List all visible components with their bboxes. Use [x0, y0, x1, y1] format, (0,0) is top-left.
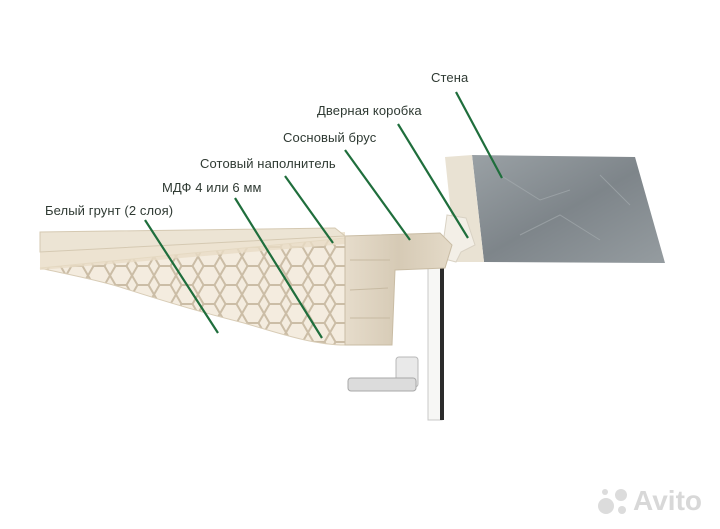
door-frame-part [427, 214, 476, 421]
watermark-text: Avito [633, 485, 702, 516]
label-mdf: МДФ 4 или 6 мм [162, 180, 262, 195]
label-pine-beam: Сосновый брус [283, 130, 377, 145]
avito-watermark: Avito [597, 485, 702, 517]
label-honeycomb: Сотовый наполнитель [200, 156, 336, 171]
pine-beam [344, 232, 453, 346]
leader-line-primer [144, 219, 219, 334]
label-door-frame: Дверная коробка [317, 103, 422, 118]
leader-line-mdf [234, 197, 323, 339]
label-primer: Белый грунт (2 слоя) [45, 203, 174, 218]
avito-logo-icon [598, 489, 628, 514]
wall-block [445, 155, 665, 263]
door-handle [347, 356, 419, 392]
leader-line-wall [455, 91, 503, 179]
leader-line-honeycomb [284, 175, 334, 244]
leader-line-pine-beam [344, 149, 411, 241]
mdf-top-surface [39, 227, 347, 253]
honeycomb-filler [39, 232, 346, 346]
label-wall: Стена [431, 70, 469, 85]
leader-line-door-frame [397, 123, 469, 239]
leader-lines [144, 91, 503, 339]
